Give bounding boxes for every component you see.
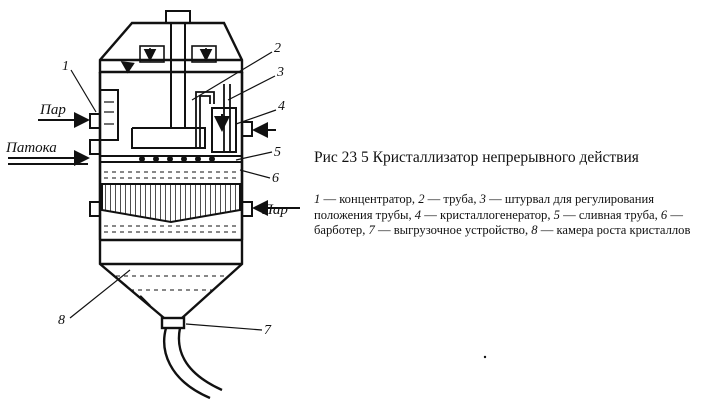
label-3: 3 bbox=[276, 65, 284, 80]
leader-lines bbox=[69, 51, 277, 331]
stray-dot bbox=[483, 355, 487, 359]
central-pipe bbox=[131, 60, 206, 149]
label-1: 1 bbox=[62, 59, 69, 74]
legend-item: 5 — сливная труба, bbox=[553, 207, 661, 222]
legend-item: 3 — штурвал для регулирования положения … bbox=[314, 192, 655, 222]
legend-item: 4 — кристаллогенератор, bbox=[414, 207, 554, 222]
legend-item: 7 — выгрузочное устройство, bbox=[368, 223, 532, 237]
label-5: 5 bbox=[274, 145, 281, 160]
legend-item: 8 — камера роста кристаллов bbox=[531, 223, 691, 237]
label-8: 8 bbox=[58, 313, 65, 328]
liquid-level bbox=[104, 171, 238, 233]
label-2: 2 bbox=[274, 41, 281, 56]
sparger bbox=[100, 155, 242, 163]
inlet-arrows bbox=[8, 112, 300, 216]
molasses-label: Патока bbox=[5, 140, 57, 156]
figure-caption-title: Рис 23 5 Кристаллизатор непрерывного дей… bbox=[314, 149, 639, 166]
legend-item: 6 — барботер, bbox=[314, 207, 683, 238]
steam-right-label: Пар bbox=[261, 202, 288, 218]
lower-cone bbox=[98, 240, 244, 319]
label-7: 7 bbox=[264, 323, 272, 338]
steam-left-label: Пар bbox=[39, 102, 66, 118]
label-6: 6 bbox=[272, 171, 279, 186]
discharge-device bbox=[160, 316, 223, 400]
top-nozzle bbox=[165, 10, 191, 60]
hood-baffles bbox=[120, 45, 217, 74]
crystal-generator bbox=[211, 107, 237, 153]
label-4: 4 bbox=[278, 99, 285, 114]
legend-item: 2 — труба, bbox=[418, 192, 480, 206]
figure-caption-legend: 1 — концентратор, 2 — труба, 3 — штурвал… bbox=[314, 192, 714, 239]
cone-liquid bbox=[116, 275, 226, 291]
legend-item: 1 — концентратор, bbox=[314, 192, 419, 206]
heating-tube-bundle bbox=[101, 183, 241, 224]
concentrator bbox=[100, 89, 119, 141]
